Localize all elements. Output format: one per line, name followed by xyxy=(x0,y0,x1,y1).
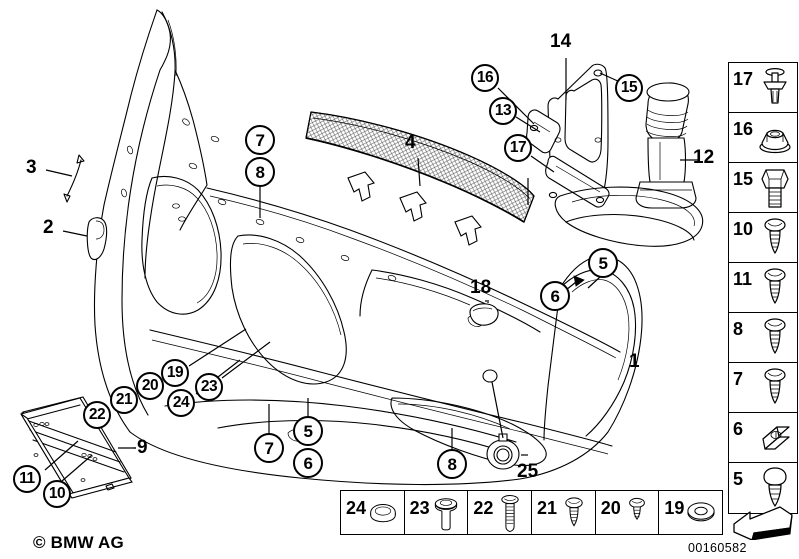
legend-bottom-number: 24 xyxy=(346,498,367,518)
callout-23-grommet-23[interactable]: 23 xyxy=(195,373,223,401)
callout-14-headlight-support-frame[interactable]: 14 xyxy=(550,31,572,52)
bumper-trim-panel xyxy=(93,9,643,486)
leader-lines xyxy=(44,72,621,482)
legend-right-item-16[interactable]: 16 xyxy=(729,113,797,163)
air-duct-hose xyxy=(635,82,700,209)
legend-right-number: 6 xyxy=(733,419,744,439)
callout-7-screw-7-upper[interactable]: 7 xyxy=(245,125,275,155)
callout-13-bracket-13[interactable]: 13 xyxy=(489,97,517,125)
sheet-metal-clip-icon xyxy=(755,413,795,463)
legend-bottom-number: 22 xyxy=(473,498,494,518)
legend-right-number: 17 xyxy=(733,69,754,89)
legend-right-item-7[interactable]: 7 xyxy=(729,363,797,413)
legend-bottom-item-20[interactable]: 20 xyxy=(596,491,660,534)
document-id: 00160582 xyxy=(688,541,747,555)
legend-right-number: 10 xyxy=(733,219,754,239)
legend-right-item-15[interactable]: 15 xyxy=(729,163,797,213)
callout-9-licence-plate-holder[interactable]: 9 xyxy=(137,437,148,458)
callout-7-screw-7-lower[interactable]: 7 xyxy=(254,433,284,463)
callout-1-bumper-trim-panel[interactable]: 1 xyxy=(629,351,640,372)
callout-24-cap-24[interactable]: 24 xyxy=(167,389,195,417)
pan-head-screw-icon xyxy=(755,213,795,263)
callout-8-screw-8-lower[interactable]: 8 xyxy=(437,449,467,479)
legend-right-item-17[interactable]: 17 xyxy=(729,63,797,113)
pdc-sensor xyxy=(482,369,528,470)
side-clip xyxy=(62,217,108,261)
pan-head-screw-icon xyxy=(554,493,594,534)
legend-bottom-item-19[interactable]: 19 xyxy=(659,491,722,534)
cap-plug-icon xyxy=(363,493,403,534)
hex-body-screw-icon xyxy=(755,463,795,513)
callout-4-center-grille-mesh[interactable]: 4 xyxy=(405,132,416,153)
legend-right-number: 16 xyxy=(733,119,754,139)
pan-head-screw-icon xyxy=(755,263,795,313)
lamp-housing xyxy=(554,186,704,247)
mounting-boss-markers xyxy=(121,118,397,281)
short-screw-icon xyxy=(617,493,657,534)
legend-bottom-number: 20 xyxy=(600,498,621,518)
tow-hook-cover xyxy=(469,300,499,326)
legend-right-number: 8 xyxy=(733,319,744,339)
legend-bottom-item-24[interactable]: 24 xyxy=(341,491,405,534)
legend-right-item-6[interactable]: 6 xyxy=(729,413,797,463)
long-screw-icon xyxy=(490,493,530,534)
callout-21-screw-21[interactable]: 21 xyxy=(110,386,138,414)
legend-right-item-5[interactable]: 5 xyxy=(729,463,797,513)
legend-bottom-number: 23 xyxy=(409,498,430,518)
callout-10-screw-10[interactable]: 10 xyxy=(43,480,71,508)
legend-right-item-8[interactable]: 8 xyxy=(729,313,797,363)
callout-17-rivet-17[interactable]: 17 xyxy=(504,134,532,162)
callout-16-nut-16[interactable]: 16 xyxy=(471,64,499,92)
flange-nut-icon xyxy=(755,113,795,163)
headlight-support-frame xyxy=(526,58,610,208)
callout-15-bolt-15[interactable]: 15 xyxy=(615,74,643,102)
callout-2-side-clip[interactable]: 2 xyxy=(43,217,54,238)
legend-right-item-10[interactable]: 10 xyxy=(729,213,797,263)
legend-right-number: 7 xyxy=(733,369,744,389)
callout-12-air-duct-hose[interactable]: 12 xyxy=(693,147,715,168)
fastener-legend-right: 17 16 15 10 11 8 7 xyxy=(728,62,798,514)
center-grille-mesh xyxy=(305,111,535,246)
callout-5-screw-5-upper[interactable]: 5 xyxy=(588,248,618,278)
legend-bottom-number: 19 xyxy=(664,498,685,518)
callout-6-clip-6-lower[interactable]: 6 xyxy=(293,448,323,478)
callout-3-seal-strip[interactable]: 3 xyxy=(26,157,37,178)
callout-25-pdc-sensor[interactable]: 25 xyxy=(517,461,539,482)
hex-bolt-icon xyxy=(755,163,795,213)
pan-head-screw-icon xyxy=(755,313,795,363)
legend-right-number: 15 xyxy=(733,169,754,189)
legend-right-number: 5 xyxy=(733,469,744,489)
callout-22-screw-22[interactable]: 22 xyxy=(83,401,111,429)
legend-bottom-item-23[interactable]: 23 xyxy=(405,491,469,534)
callout-5-screw-5-lower[interactable]: 5 xyxy=(293,416,323,446)
grommet-icon xyxy=(426,493,466,534)
legend-bottom-number: 21 xyxy=(537,498,558,518)
callout-19-washer-19[interactable]: 19 xyxy=(161,359,189,387)
expanding-rivet-icon xyxy=(755,63,795,113)
fastener-legend-bottom: 24 23 22 21 20 19 xyxy=(340,490,723,535)
callout-18-tow-hook-cover[interactable]: 18 xyxy=(470,277,492,298)
callout-11-screw-11[interactable]: 11 xyxy=(13,465,41,493)
legend-right-number: 11 xyxy=(733,269,753,289)
callout-6-clip-6-upper[interactable]: 6 xyxy=(540,281,570,311)
seal-strip xyxy=(45,154,85,203)
copyright-notice: © BMW AG xyxy=(33,533,124,552)
callout-8-screw-8-upper[interactable]: 8 xyxy=(245,157,275,187)
forward-direction-arrow-icon xyxy=(728,500,798,541)
callout-20-screw-20[interactable]: 20 xyxy=(136,372,164,400)
washer-icon xyxy=(681,493,721,534)
licence-plate-holder xyxy=(20,396,136,499)
legend-bottom-item-22[interactable]: 22 xyxy=(468,491,533,534)
pan-head-screw-icon xyxy=(755,363,795,413)
legend-bottom-item-21[interactable]: 21 xyxy=(532,491,596,534)
legend-right-item-11[interactable]: 11 xyxy=(729,263,797,313)
